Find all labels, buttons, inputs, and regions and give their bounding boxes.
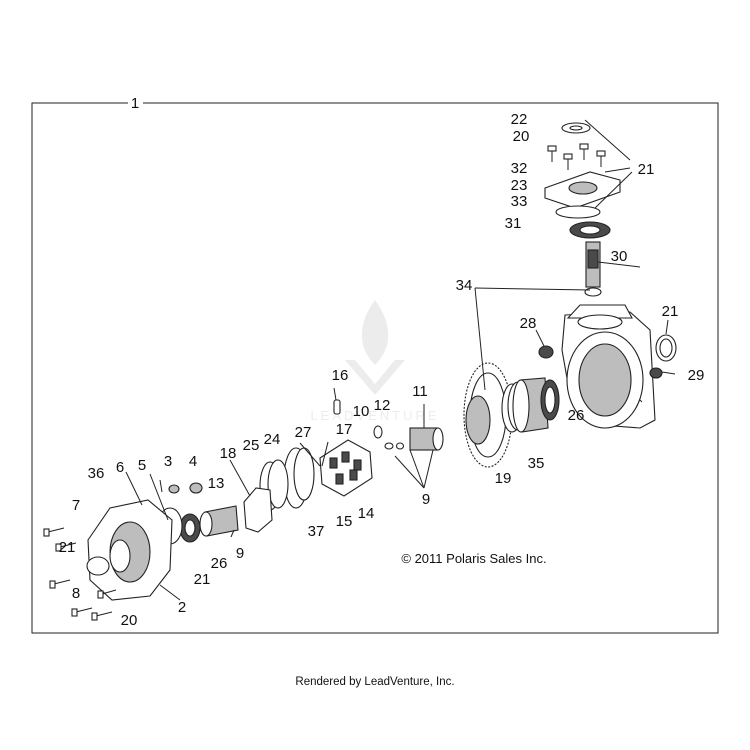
label-part: 7 — [72, 497, 80, 514]
label-part: 32 — [511, 160, 528, 177]
assembly-frame — [31, 102, 719, 634]
label-part: 13 — [208, 475, 225, 492]
label-part: 16 — [332, 367, 349, 384]
label-part: 36 — [88, 465, 105, 482]
top-cover-plate — [544, 171, 621, 209]
label-part: 21 — [59, 539, 76, 556]
hub-cover — [87, 499, 173, 601]
o-ring-upper — [555, 205, 601, 219]
ring-gear — [463, 362, 513, 468]
label-part: 17 — [336, 421, 353, 438]
snap-rings-center — [259, 447, 315, 511]
label-part: 35 — [528, 455, 545, 472]
label-part: 34 — [456, 277, 473, 294]
coupler-plate — [243, 487, 273, 533]
left-bearing — [199, 505, 239, 537]
leadventure-watermark: LEADVENTURE — [310, 300, 439, 423]
label-part: 2 — [178, 599, 186, 616]
part-labels: 1 2 3 4 5 6 7 8 9 9 10 11 12 13 14 15 16… — [59, 95, 705, 629]
small-pins — [373, 425, 405, 450]
label-part: 26 — [211, 555, 228, 572]
top-seal-washer — [561, 122, 591, 134]
copyright-text: © 2011 Polaris Sales Inc. — [401, 551, 546, 566]
watermark-text: LEADVENTURE — [310, 408, 439, 423]
label-part: 6 — [116, 459, 124, 476]
top-bolts — [547, 143, 606, 170]
label-part: 9 — [236, 545, 244, 562]
label-part: 15 — [336, 513, 353, 530]
label-part: 25 — [243, 437, 260, 454]
key-pin — [333, 399, 341, 415]
label-part: 9 — [422, 491, 430, 508]
vent-fitting — [538, 345, 554, 359]
label-part: 19 — [495, 470, 512, 487]
label-part: 20 — [121, 612, 138, 629]
label-part: 3 — [164, 453, 172, 470]
label-part: 14 — [358, 505, 375, 522]
label-part: 28 — [520, 315, 537, 332]
pinion-shaft — [584, 241, 602, 297]
footer-credit: Rendered by LeadVenture, Inc. — [295, 676, 455, 688]
label-part: 22 — [511, 111, 528, 128]
label-part: 30 — [611, 248, 628, 265]
label-part: 31 — [505, 215, 522, 232]
label-part: 10 — [353, 403, 370, 420]
left-bushings — [168, 482, 203, 494]
large-bearing — [512, 377, 549, 433]
label-assembly: 1 — [131, 95, 139, 112]
label-part: 8 — [72, 585, 80, 602]
label-part: 18 — [220, 445, 237, 462]
label-part: 23 — [511, 177, 528, 194]
label-part: 27 — [295, 424, 312, 441]
drain-plug — [649, 367, 663, 379]
upper-bearing — [569, 221, 611, 239]
cover-bolts — [43, 527, 117, 621]
label-part: 24 — [264, 431, 281, 448]
output-hub — [409, 427, 444, 451]
left-oring-outer — [86, 556, 110, 576]
label-part: 5 — [138, 457, 146, 474]
label-part: 29 — [688, 367, 705, 384]
gear-case-housing — [561, 304, 656, 429]
label-part: 21 — [194, 571, 211, 588]
side-seal-ring — [655, 334, 677, 362]
label-part: 26 — [568, 407, 585, 424]
label-part: 12 — [374, 397, 391, 414]
label-part: 11 — [412, 383, 428, 400]
right-seal — [540, 379, 560, 421]
leader-lines — [125, 119, 676, 601]
left-seal — [179, 513, 201, 543]
label-part: 21 — [638, 161, 655, 178]
label-part: 20 — [513, 128, 530, 145]
label-part: 37 — [308, 523, 325, 540]
roller-cage — [319, 439, 373, 497]
label-part: 21 — [662, 303, 679, 320]
label-part: 4 — [189, 453, 197, 470]
label-part: 33 — [511, 193, 528, 210]
